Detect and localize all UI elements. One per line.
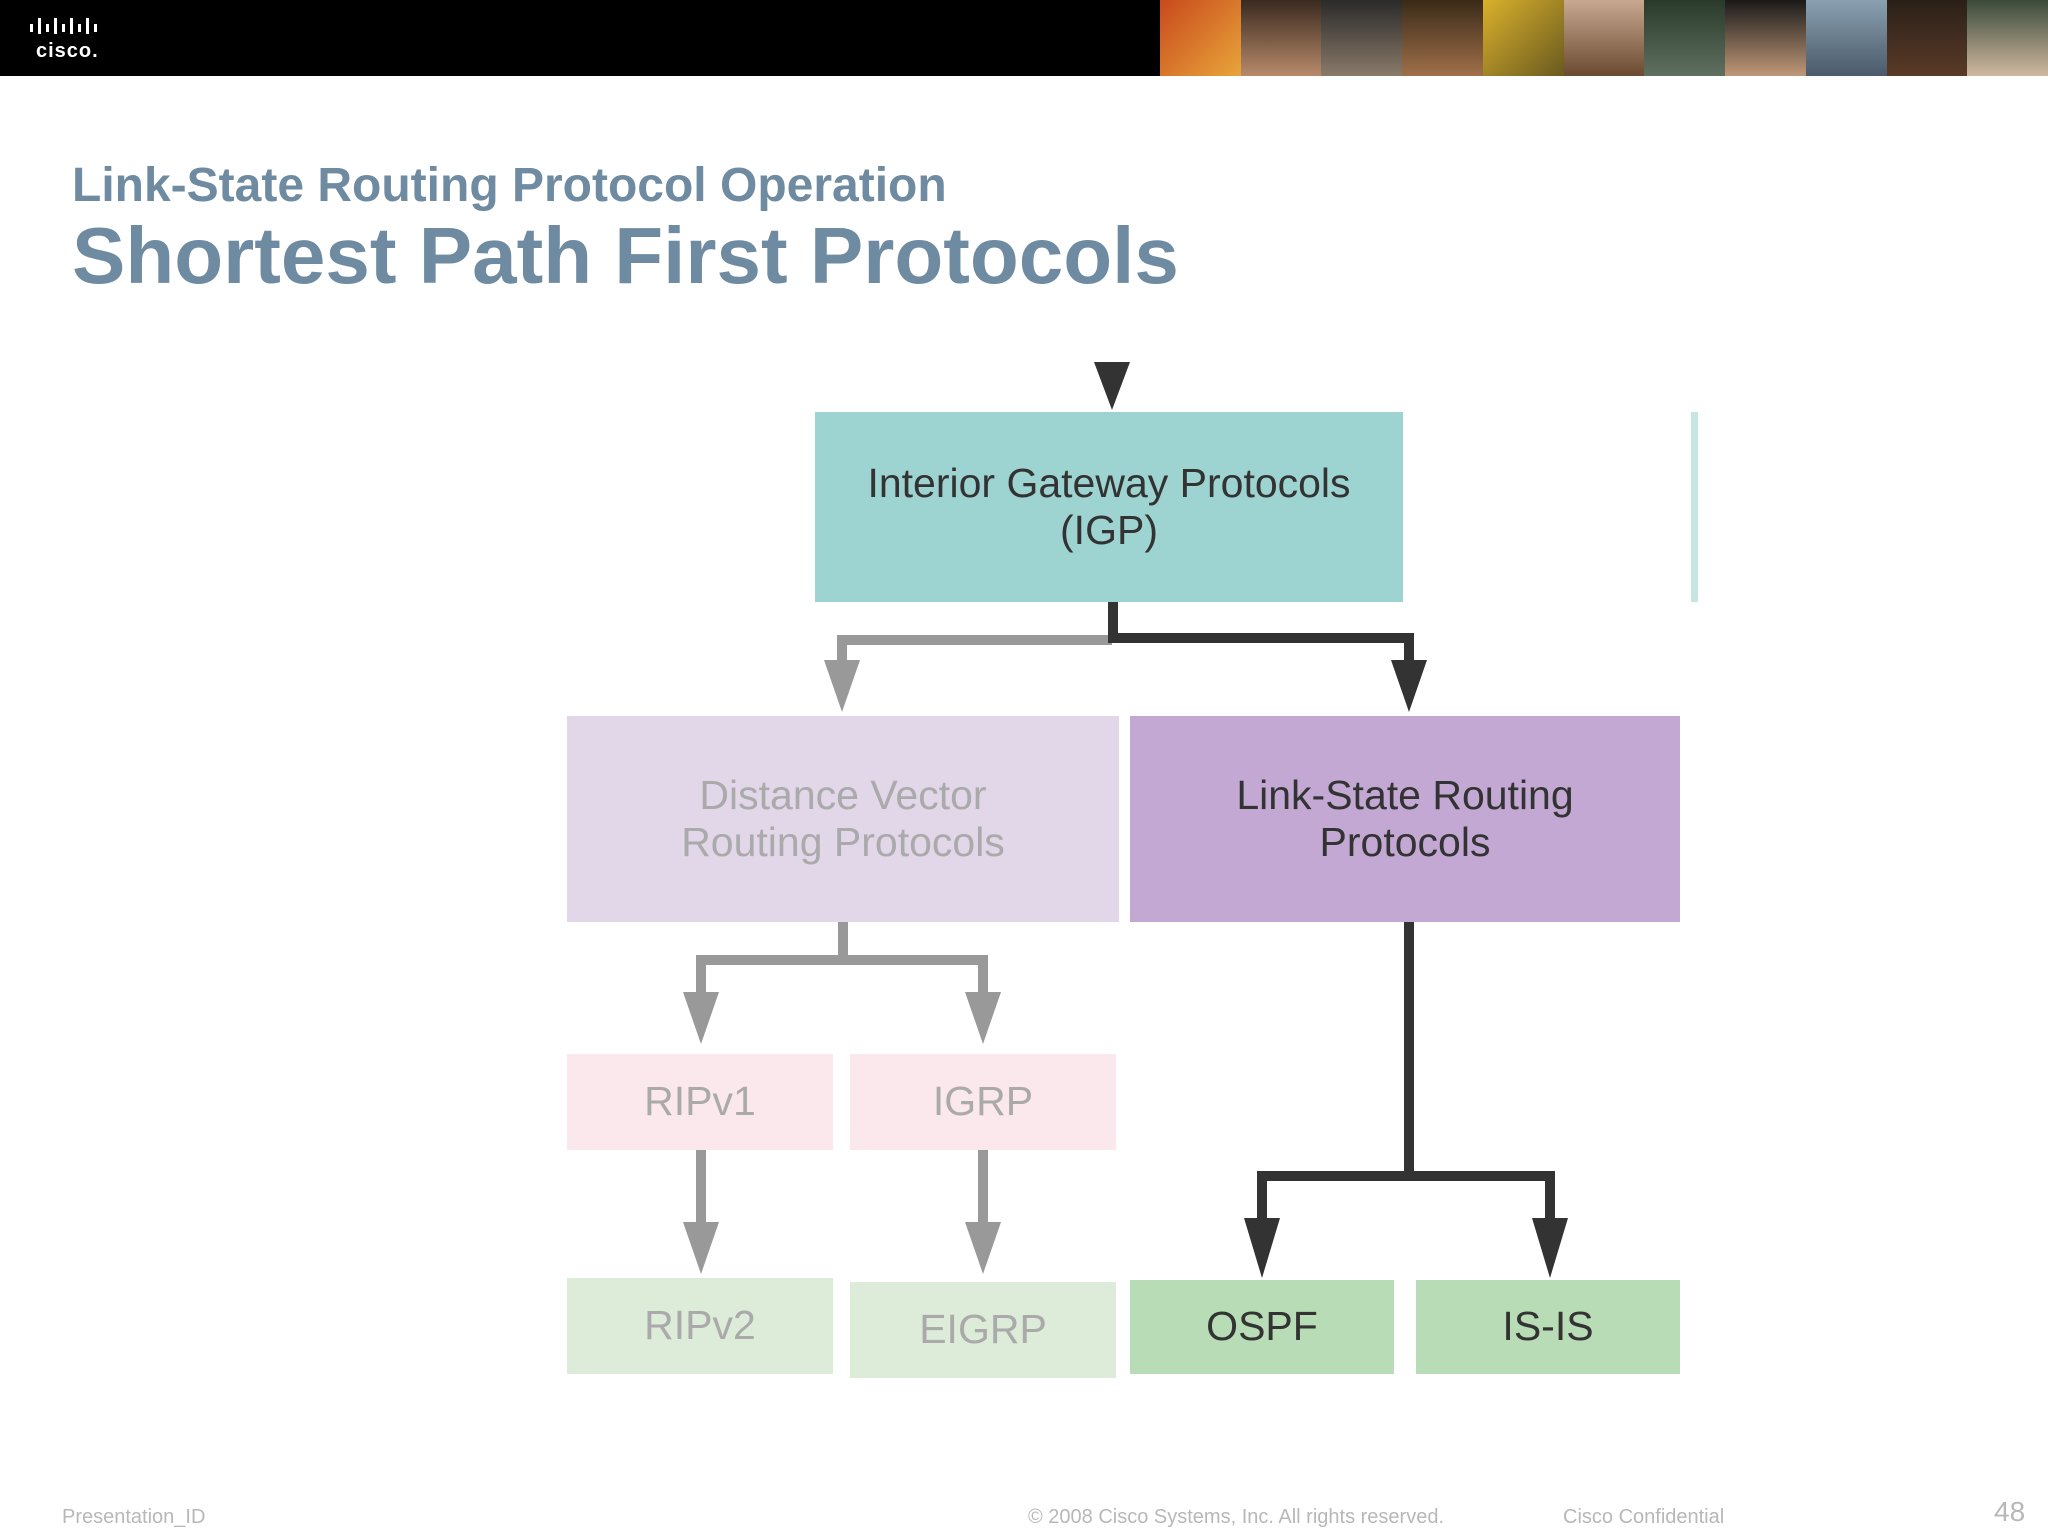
- connector-igp-to-link-state: [1108, 602, 1414, 680]
- faded-arrowheads: [683, 660, 1001, 1274]
- connector-ls-to-isis: [1409, 1171, 1555, 1236]
- isis-label: IS-IS: [1502, 1303, 1594, 1350]
- partial-box-edge: [1691, 412, 1698, 602]
- footer-copyright: © 2008 Cisco Systems, Inc. All rights re…: [1028, 1506, 1445, 1528]
- slide-subtitle: Link-State Routing Protocol Operation: [72, 159, 947, 212]
- photo-tile: [1805, 0, 1887, 76]
- connector-dv-to-igrp: [843, 955, 988, 1010]
- eigrp-box: EIGRP: [850, 1282, 1116, 1378]
- igp-box-line1: Interior Gateway Protocols: [867, 459, 1351, 506]
- photo-tile: [1563, 0, 1645, 76]
- ripv2-label: RIPv2: [644, 1302, 756, 1349]
- footer-confidential: Cisco Confidential: [1563, 1506, 1725, 1528]
- page-number: 48: [1994, 1496, 2026, 1527]
- arrowhead-down-icon: [683, 1222, 719, 1274]
- slide-title: Shortest Path First Protocols: [72, 211, 1179, 300]
- photo-tile: [1321, 0, 1403, 76]
- link-state-line1: Link-State Routing: [1236, 771, 1574, 818]
- arrowhead-down-icon: [965, 992, 1001, 1044]
- arrowhead-down-icon: [1094, 362, 1130, 410]
- connector-ls-to-ospf: [1257, 922, 1414, 1236]
- arrowhead-down-icon: [1532, 1218, 1568, 1278]
- photo-tile: [1644, 0, 1726, 76]
- ripv2-box: RIPv2: [567, 1278, 833, 1374]
- igrp-label: IGRP: [932, 1078, 1034, 1125]
- igp-box: Interior Gateway Protocols (IGP): [815, 412, 1403, 602]
- cisco-logo-text: cisco.: [36, 40, 99, 62]
- active-connectors: [1107, 365, 1555, 1236]
- distance-vector-line2: Routing Protocols: [681, 819, 1005, 865]
- ospf-label: OSPF: [1206, 1303, 1318, 1350]
- arrowhead-down-icon: [1244, 1218, 1280, 1278]
- ripv1-box: RIPv1: [567, 1054, 833, 1150]
- igrp-box: IGRP: [850, 1054, 1116, 1150]
- arrowhead-down-icon: [1391, 660, 1427, 712]
- arrowhead-down-icon: [824, 660, 860, 712]
- active-arrowheads: [1094, 362, 1568, 1278]
- connector-igp-to-distance-vector: [837, 635, 1112, 680]
- eigrp-label: EIGRP: [919, 1306, 1047, 1353]
- distance-vector-line1: Distance Vector: [699, 771, 987, 818]
- isis-box: IS-IS: [1416, 1280, 1680, 1374]
- top-banner: cisco.: [0, 0, 2048, 76]
- arrowhead-down-icon: [965, 1222, 1001, 1274]
- cisco-logo-icon: [30, 18, 97, 34]
- photo-tile: [1886, 0, 1968, 76]
- photo-tile: [1967, 0, 2048, 76]
- ospf-box: OSPF: [1130, 1280, 1394, 1374]
- photo-tile: [1402, 0, 1483, 76]
- arrowhead-down-icon: [683, 992, 719, 1044]
- photo-tile: [1725, 0, 1806, 76]
- link-state-line2: Protocols: [1319, 819, 1491, 865]
- header-photo-strip: [1160, 0, 2048, 76]
- distance-vector-box: Distance Vector Routing Protocols: [567, 716, 1119, 922]
- photo-tile: [1240, 0, 1322, 76]
- igp-box-line2: (IGP): [1060, 507, 1158, 553]
- photo-tile: [1160, 0, 1241, 76]
- connector-dv-to-ripv1: [696, 922, 848, 1010]
- footer-presentation-id: Presentation_ID: [62, 1506, 206, 1528]
- link-state-box: Link-State Routing Protocols: [1130, 716, 1680, 922]
- photo-tile: [1482, 0, 1564, 76]
- ripv1-label: RIPv1: [644, 1078, 756, 1125]
